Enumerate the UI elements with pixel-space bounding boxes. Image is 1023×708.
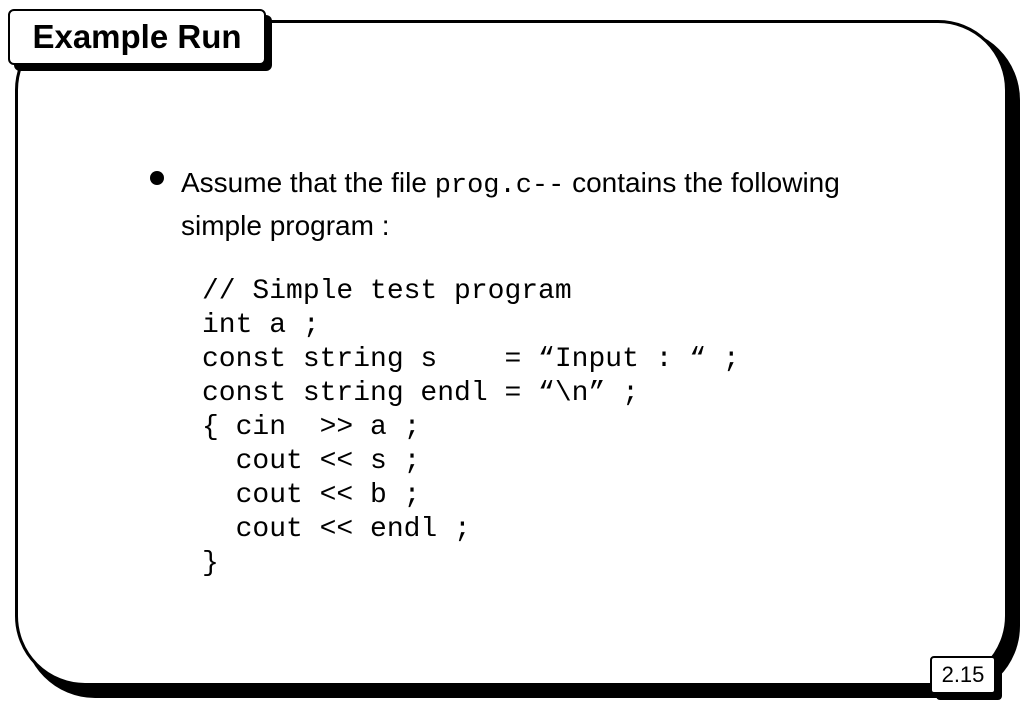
code-line: { cin >> a ; <box>202 412 421 443</box>
code-line: cout << s ; <box>202 446 421 477</box>
bullet-text: Assume that the file prog.c-- contains t… <box>181 163 841 245</box>
code-line: const string endl = “\n” ; <box>202 378 639 409</box>
code-line: const string s = “Input : “ ; <box>202 344 740 375</box>
code-line: cout << endl ; <box>202 514 471 545</box>
bullet-dot-icon <box>150 171 164 185</box>
bullet-text-before: Assume that the file <box>181 167 435 198</box>
slide-title: Example Run <box>32 18 242 55</box>
bullet-filename: prog.c-- <box>434 171 565 201</box>
bullet-text-after: contains the following simple program : <box>181 167 840 241</box>
page-number: 2.15 <box>930 656 996 694</box>
code-line: // Simple test program <box>202 276 572 307</box>
slide-frame <box>15 20 1008 686</box>
slide-title-box: Example Run <box>8 9 266 65</box>
code-line: int a ; <box>202 310 320 341</box>
code-line: } <box>202 548 219 579</box>
code-line: cout << b ; <box>202 480 421 511</box>
